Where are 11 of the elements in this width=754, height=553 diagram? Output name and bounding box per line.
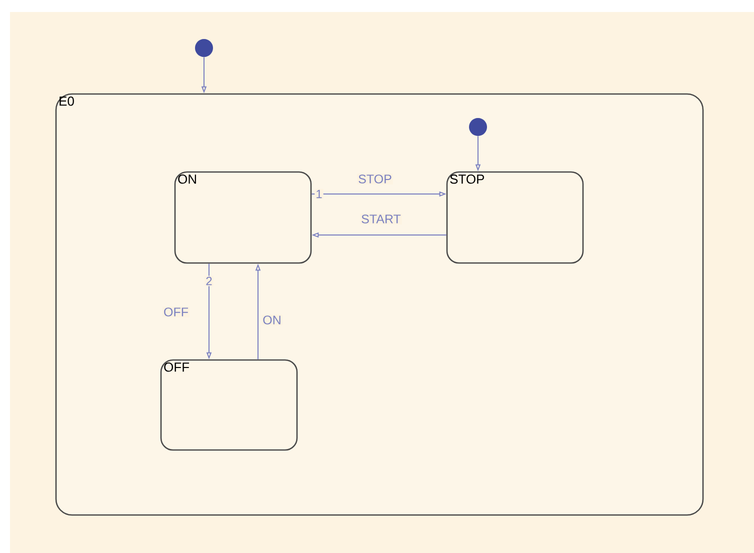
edge-label: ON	[262, 314, 282, 326]
initial-dot	[195, 39, 213, 57]
priority-number: 2	[204, 276, 214, 286]
edge-label: STOP	[357, 174, 393, 184]
edge-label: OFF	[162, 306, 190, 318]
initial-dot	[469, 118, 487, 136]
priority-number: 1	[314, 188, 324, 200]
state-box: ON	[174, 171, 312, 264]
state-box: STOP	[446, 171, 584, 264]
edge-label: START	[360, 214, 402, 224]
state-box: OFF	[160, 359, 298, 451]
